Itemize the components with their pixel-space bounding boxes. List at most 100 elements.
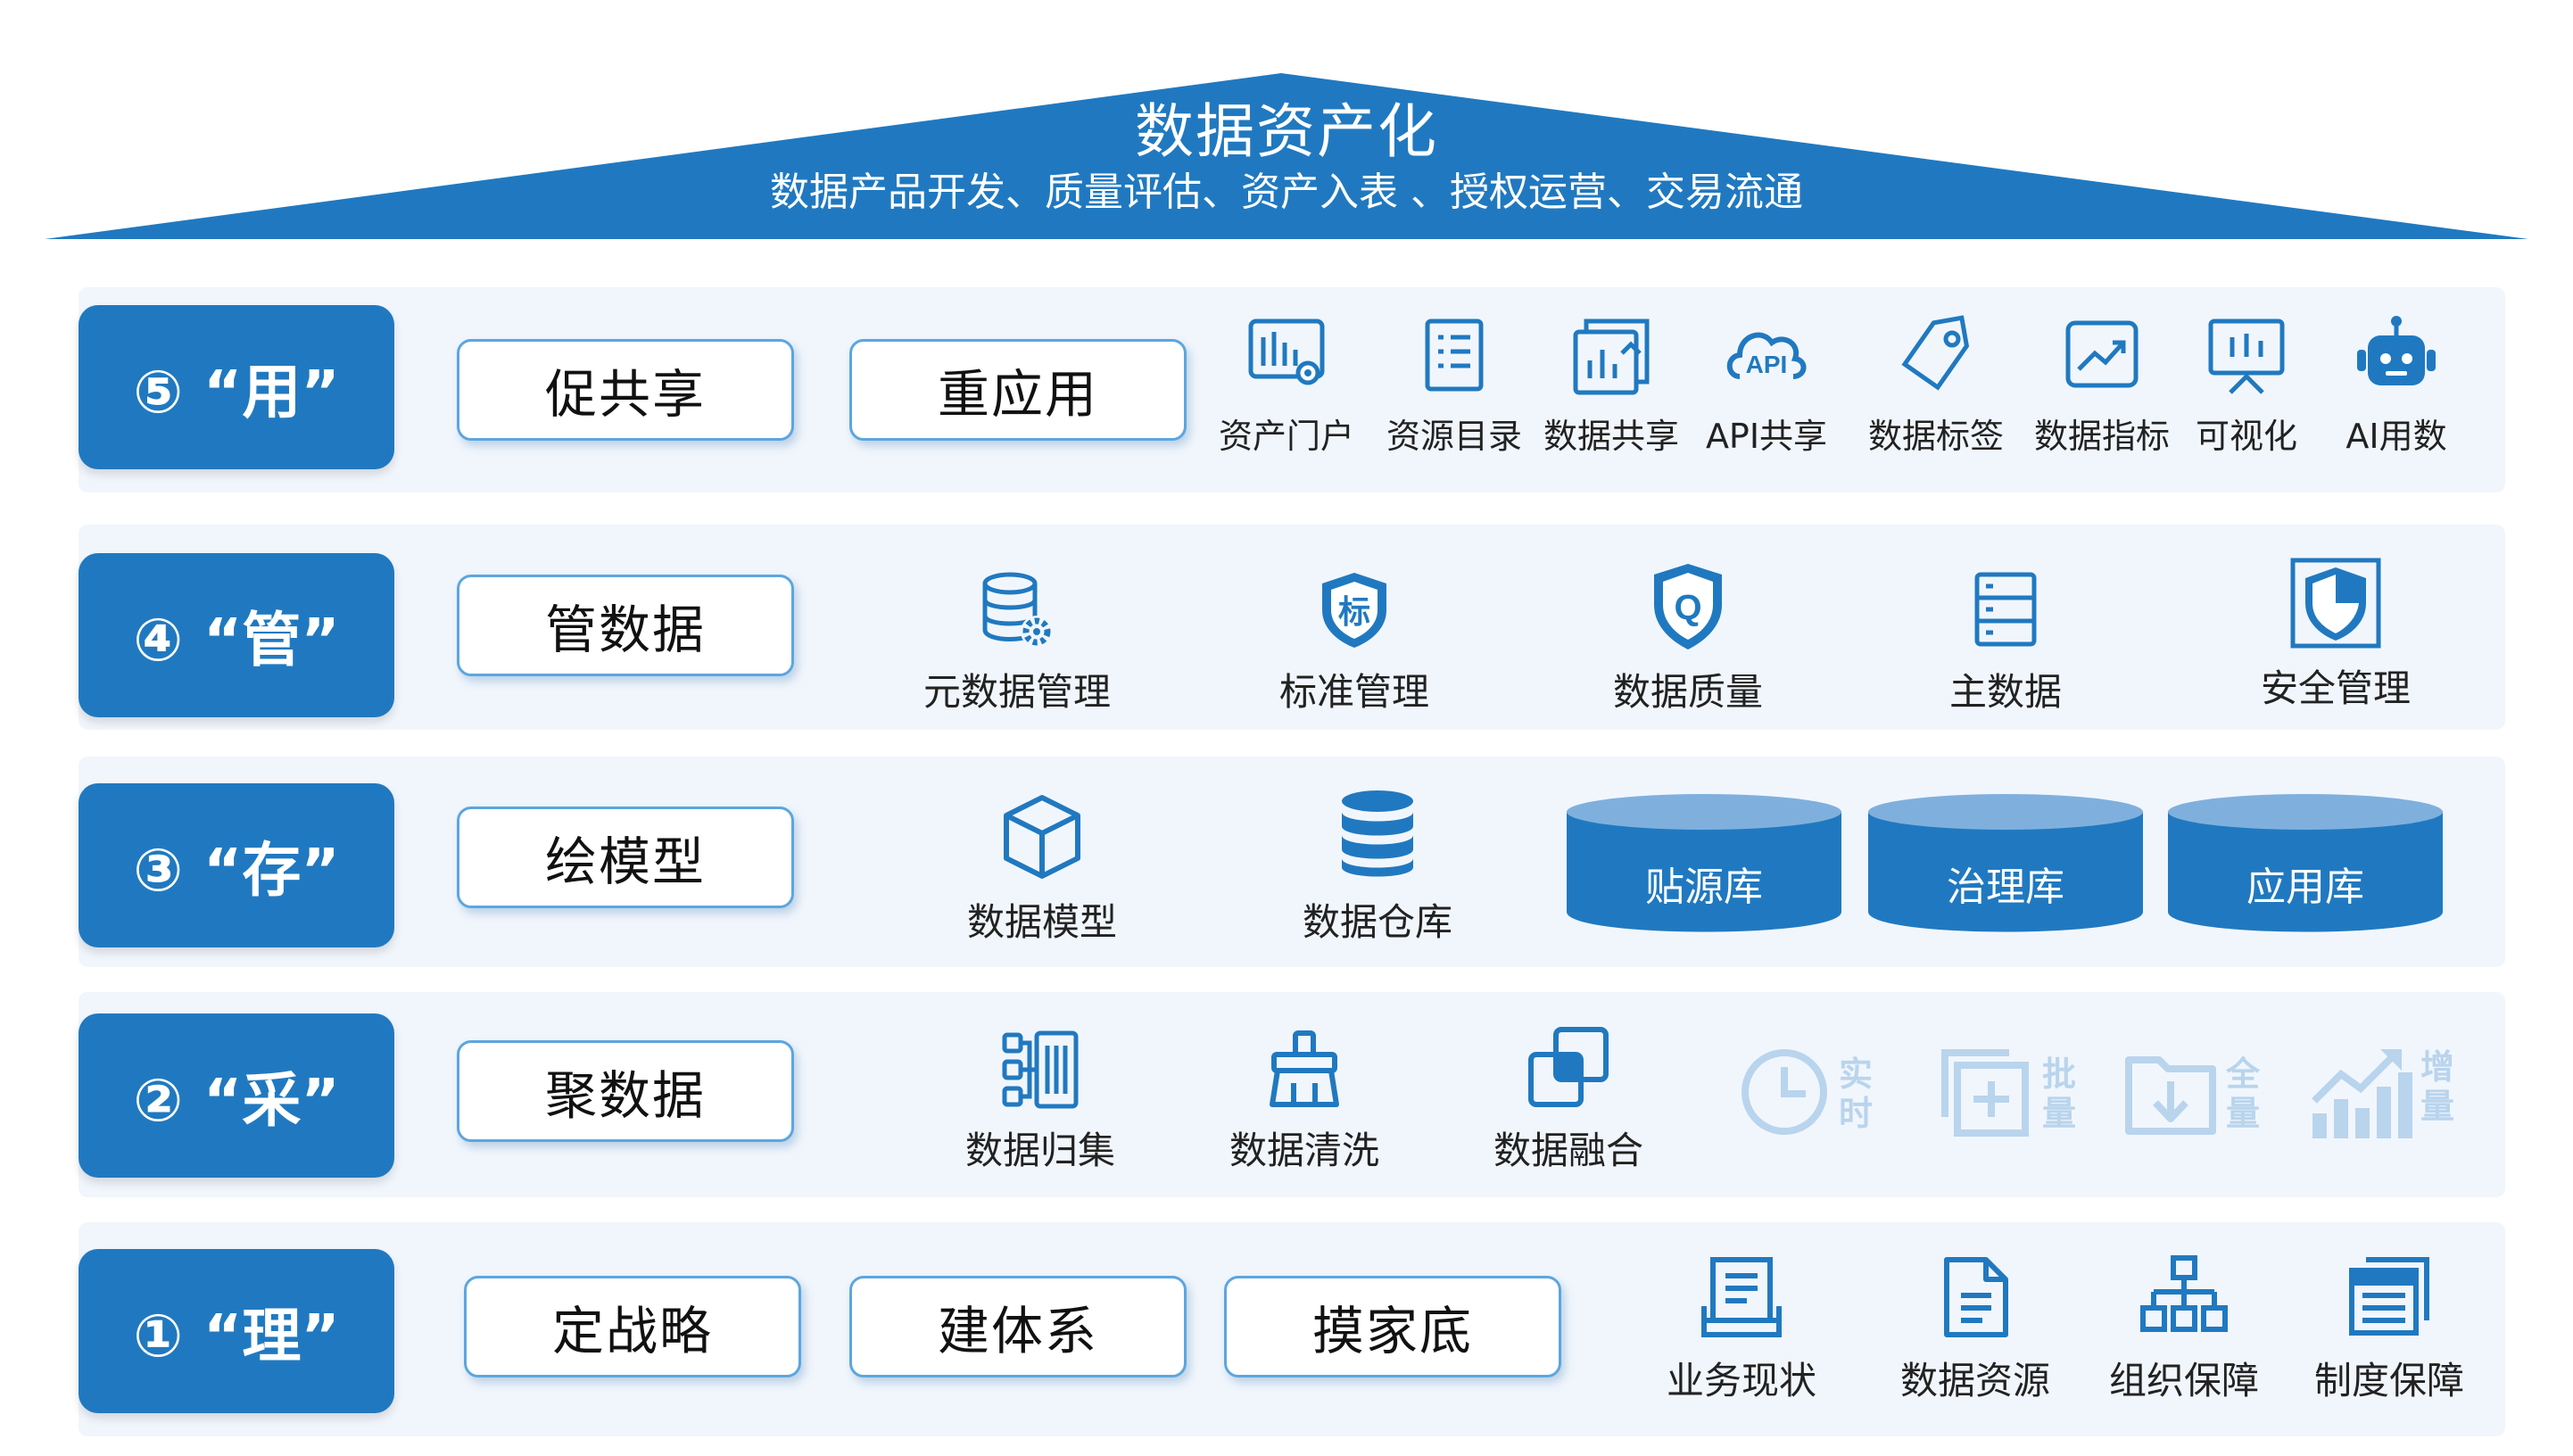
item-data-sharing: 数据共享 [1522, 314, 1700, 458]
standard-shield-icon: 标 [1322, 573, 1386, 648]
roof-subtitle: 数据产品开发、质量评估、资产入表 、授权运营、交易流通 [770, 170, 1803, 215]
item-policy-guarantee: 制度保障 [2273, 1253, 2505, 1405]
item-security-management: 安全管理 [2220, 557, 2452, 713]
item-label: 数据仓库 [1302, 900, 1452, 944]
item-label: 主数据 [1948, 670, 2062, 714]
pill-draw-model: 绘模型 [457, 807, 794, 908]
layer-store: ③ “存” 绘模型 数据模型 数据仓库 贴源库 治理库 [79, 757, 2505, 967]
item-label: 业务现状 [1666, 1359, 1816, 1402]
mode-batch: 批量 [1936, 1044, 2114, 1151]
item-label: 资源目录 [1386, 417, 1522, 456]
item-data-cleansing: 数据清洗 [1188, 1026, 1420, 1175]
database-cylinder-icon [2168, 794, 2443, 932]
item-label: 组织保障 [2108, 1359, 2259, 1402]
mode-full: 全量 [2123, 1044, 2302, 1151]
trend-icon [2065, 320, 2139, 388]
catalog-icon [1425, 318, 1484, 392]
metadata-icon [982, 572, 1053, 648]
database-cylinder-icon [1567, 794, 1841, 932]
portal-icon [1248, 318, 1325, 385]
layer-collect: ② “采” 聚数据 数据归集 数据清洗 数据融合 实时 [79, 992, 2505, 1197]
item-api-sharing: API API共享 [1677, 314, 1856, 458]
item-data-indicator: 数据指标 [2013, 314, 2191, 458]
pill-gather-data: 聚数据 [457, 1040, 794, 1142]
roof-title: 数据资产化 [1135, 97, 1438, 166]
repo-application: 应用库 [2166, 792, 2445, 935]
batch-icon [1941, 1049, 2029, 1137]
item-label: 数据共享 [1543, 417, 1679, 456]
item-data-model: 数据模型 [926, 790, 1158, 947]
item-label: 资产门户 [1218, 417, 1354, 456]
svg-text:Q: Q [1674, 588, 1701, 627]
layer-badge-manage: ④ “管” [79, 553, 394, 717]
increment-chart-icon [2312, 1049, 2412, 1138]
item-visualization: 可视化 [2157, 314, 2336, 458]
item-master-data: 主数据 [1907, 567, 2104, 716]
item-label: 数据资源 [1899, 1359, 2050, 1402]
item-label: 可视化 [2195, 417, 2297, 456]
item-label: 数据质量 [1612, 670, 1763, 714]
item-data-tag: 数据标签 [1847, 314, 2025, 458]
mode-realtime: 实时 [1738, 1044, 1916, 1151]
layer-badge-collect: ② “采” [79, 1013, 394, 1178]
mode-label: 实时 [1838, 1055, 1873, 1133]
cube-icon [1004, 795, 1080, 879]
item-label: 数据清洗 [1229, 1129, 1379, 1172]
item-label: 元数据管理 [922, 670, 1111, 714]
share-icon [1573, 318, 1650, 395]
api-cloud-icon: API [1726, 332, 1807, 379]
master-data-icon [1974, 572, 2037, 647]
pill-focus-application: 重应用 [849, 339, 1187, 441]
item-ai-data: AI用数 [2307, 314, 2486, 458]
org-chart-icon [2140, 1255, 2228, 1332]
item-organization-guarantee: 组织保障 [2068, 1253, 2300, 1405]
security-shield-icon [2290, 558, 2381, 649]
item-data-fusion: 数据融合 [1452, 1022, 1684, 1175]
item-label: AI用数 [2345, 417, 2447, 456]
repo-source: 贴源库 [1565, 792, 1843, 935]
item-asset-portal: 资产门户 [1197, 314, 1376, 458]
mode-incremental: 增量 [2309, 1037, 2487, 1144]
item-data-warehouse: 数据仓库 [1262, 785, 1493, 947]
mode-label: 批量 [2041, 1055, 2076, 1133]
visualization-icon [2208, 318, 2285, 394]
quality-shield-icon: Q [1654, 564, 1722, 649]
pill-manage-data: 管数据 [457, 575, 794, 676]
collection-icon [1002, 1030, 1079, 1109]
item-label: 安全管理 [2260, 666, 2411, 710]
item-metadata-management: 元数据管理 [892, 567, 1142, 716]
item-data-resource: 数据资源 [1859, 1253, 2091, 1405]
pill-take-inventory: 摸家底 [1224, 1276, 1561, 1377]
pill-build-system: 建体系 [849, 1276, 1187, 1377]
pill-set-strategy: 定战略 [464, 1276, 801, 1377]
item-business-status: 业务现状 [1626, 1253, 1857, 1405]
layer-badge-store: ③ “存” [79, 783, 394, 947]
item-resource-catalog: 资源目录 [1365, 314, 1543, 458]
item-label: 数据归集 [964, 1129, 1115, 1172]
mode-label: 增量 [2420, 1047, 2454, 1126]
item-standard-management: 标 标准管理 [1238, 567, 1470, 716]
item-label: 标准管理 [1278, 670, 1429, 714]
document-icon [1944, 1257, 2008, 1337]
database-stack-icon [1342, 790, 1413, 877]
clock-icon [1742, 1049, 1827, 1135]
mode-label: 全量 [2225, 1055, 2260, 1133]
roof-triangle [45, 73, 2528, 239]
item-label: 数据指标 [2033, 417, 2170, 456]
tag-icon [1901, 315, 1970, 391]
item-label: 数据标签 [1867, 417, 2004, 456]
layer-organize: ① “理” 定战略 建体系 摸家底 业务现状 数据资源 组织保障 [79, 1222, 2505, 1436]
full-download-icon [2125, 1056, 2216, 1135]
business-status-icon [1701, 1257, 1782, 1337]
svg-text:API: API [1746, 351, 1788, 378]
broom-icon [1270, 1030, 1339, 1107]
item-data-quality: Q 数据质量 [1572, 560, 1804, 716]
item-label: API共享 [1705, 417, 1828, 456]
repo-label: 应用库 [2246, 864, 2364, 910]
repo-governance: 治理库 [1866, 792, 2145, 935]
item-label: 制度保障 [2313, 1359, 2464, 1402]
item-data-collection: 数据归集 [924, 1026, 1156, 1175]
robot-icon [2357, 316, 2436, 385]
pill-promote-sharing: 促共享 [457, 339, 794, 441]
layer-badge-organize: ① “理” [79, 1249, 394, 1413]
